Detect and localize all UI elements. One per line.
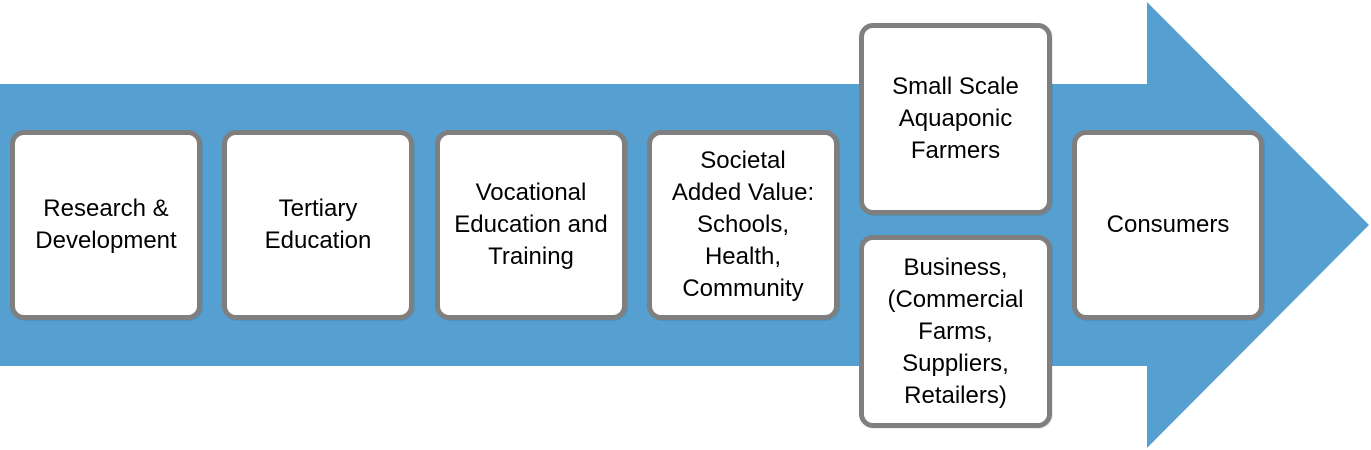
stage-label: Tertiary Education — [264, 195, 372, 254]
stage-label: Societal Added Value: Schools, Health, C… — [671, 147, 815, 302]
stage-label: Business, (Commercial Farms, Suppliers, … — [887, 253, 1024, 409]
stage-societal-added-value: Societal Added Value: Schools, Health, C… — [647, 130, 839, 320]
stage-consumers: Consumers — [1072, 130, 1264, 320]
stage-tertiary-education: Tertiary Education — [222, 130, 414, 320]
stage-label: Consumers — [1106, 211, 1230, 238]
stage-label: Small Scale Aquaponic Farmers — [892, 73, 1019, 164]
stage-business: Business, (Commercial Farms, Suppliers, … — [859, 235, 1052, 428]
stage-vocational-education-and-training: Vocational Education and Training — [435, 130, 627, 320]
stage-research-and-development: Research & Development — [10, 130, 202, 320]
stage-label: Research & Development — [35, 195, 177, 254]
stage-small-scale-aquaponic-farmers: Small Scale Aquaponic Farmers — [859, 23, 1052, 215]
stage-label: Vocational Education and Training — [454, 179, 608, 270]
